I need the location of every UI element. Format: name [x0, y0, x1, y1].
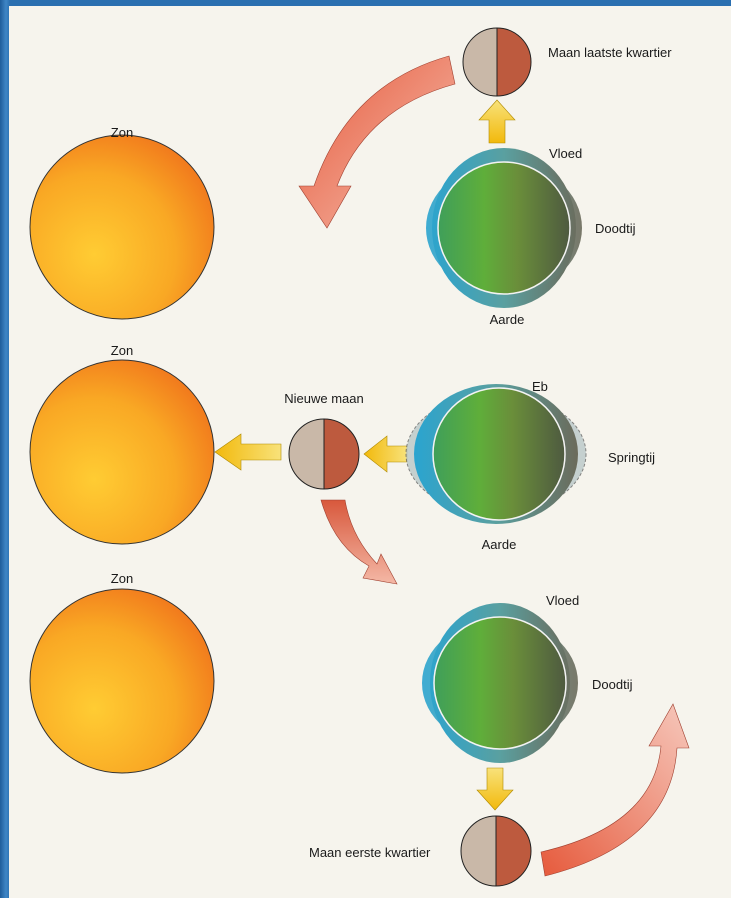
gravity-arrow-sun — [215, 434, 281, 470]
earth-top-label: Aarde — [490, 312, 525, 327]
flood-bottom-label: Vloed — [546, 593, 579, 608]
gravity-arrow-up — [479, 100, 515, 143]
flood-top-label: Vloed — [549, 146, 582, 161]
moon-first-quarter — [461, 816, 531, 886]
ebb-middle-label: Eb — [532, 379, 548, 394]
moon-last-quarter — [463, 28, 531, 96]
gravity-arrow-down — [477, 768, 513, 810]
orbit-arrow-middle — [321, 500, 397, 584]
orbit-arrow-top — [299, 56, 455, 228]
moon-new — [289, 419, 359, 489]
tides-diagram: Zon Maan laatste kwartier Vloed Doodtij … — [9, 6, 731, 898]
earth-top — [426, 148, 582, 308]
diagram-page: Zon Maan laatste kwartier Vloed Doodtij … — [9, 6, 731, 898]
sun-top — [30, 135, 214, 319]
sun-bottom — [30, 589, 214, 773]
moon-last-quarter-label: Maan laatste kwartier — [548, 45, 672, 60]
neap-top-label: Doodtij — [595, 221, 636, 236]
spring-tide-label: Springtij — [608, 450, 655, 465]
moon-new-label: Nieuwe maan — [284, 391, 364, 406]
earth-bottom — [422, 603, 578, 763]
sun-middle-label: Zon — [111, 343, 133, 358]
sun-middle — [30, 360, 214, 544]
gravity-arrow-moon — [364, 436, 407, 472]
earth-middle — [406, 384, 586, 524]
sun-bottom-label: Zon — [111, 571, 133, 586]
orbit-arrow-bottom — [541, 704, 689, 876]
sun-top-label: Zon — [111, 125, 133, 140]
earth-middle-label: Aarde — [482, 537, 517, 552]
moon-first-quarter-label: Maan eerste kwartier — [309, 845, 431, 860]
neap-bottom-label: Doodtij — [592, 677, 633, 692]
